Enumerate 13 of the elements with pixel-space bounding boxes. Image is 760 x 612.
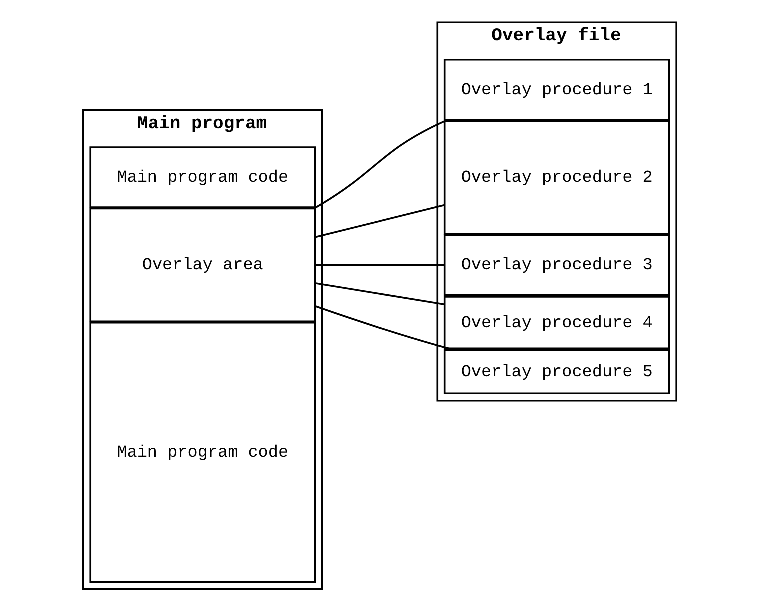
connector [315, 264, 445, 266]
connector [315, 282, 445, 306]
node-box: Overlay procedure 2 [444, 120, 670, 235]
node-box: Main program code [90, 322, 316, 584]
node-box: Main program code [90, 146, 316, 208]
connector [314, 119, 449, 210]
node-box: Overlay procedure 1 [444, 58, 670, 121]
node-box: Overlay procedure 5 [444, 350, 670, 395]
node-box: Overlay procedure 4 [444, 296, 670, 350]
connector [315, 204, 445, 238]
node-box: Overlay area [90, 208, 316, 322]
node-box: Overlay procedure 3 [444, 234, 670, 296]
connector [315, 306, 456, 352]
